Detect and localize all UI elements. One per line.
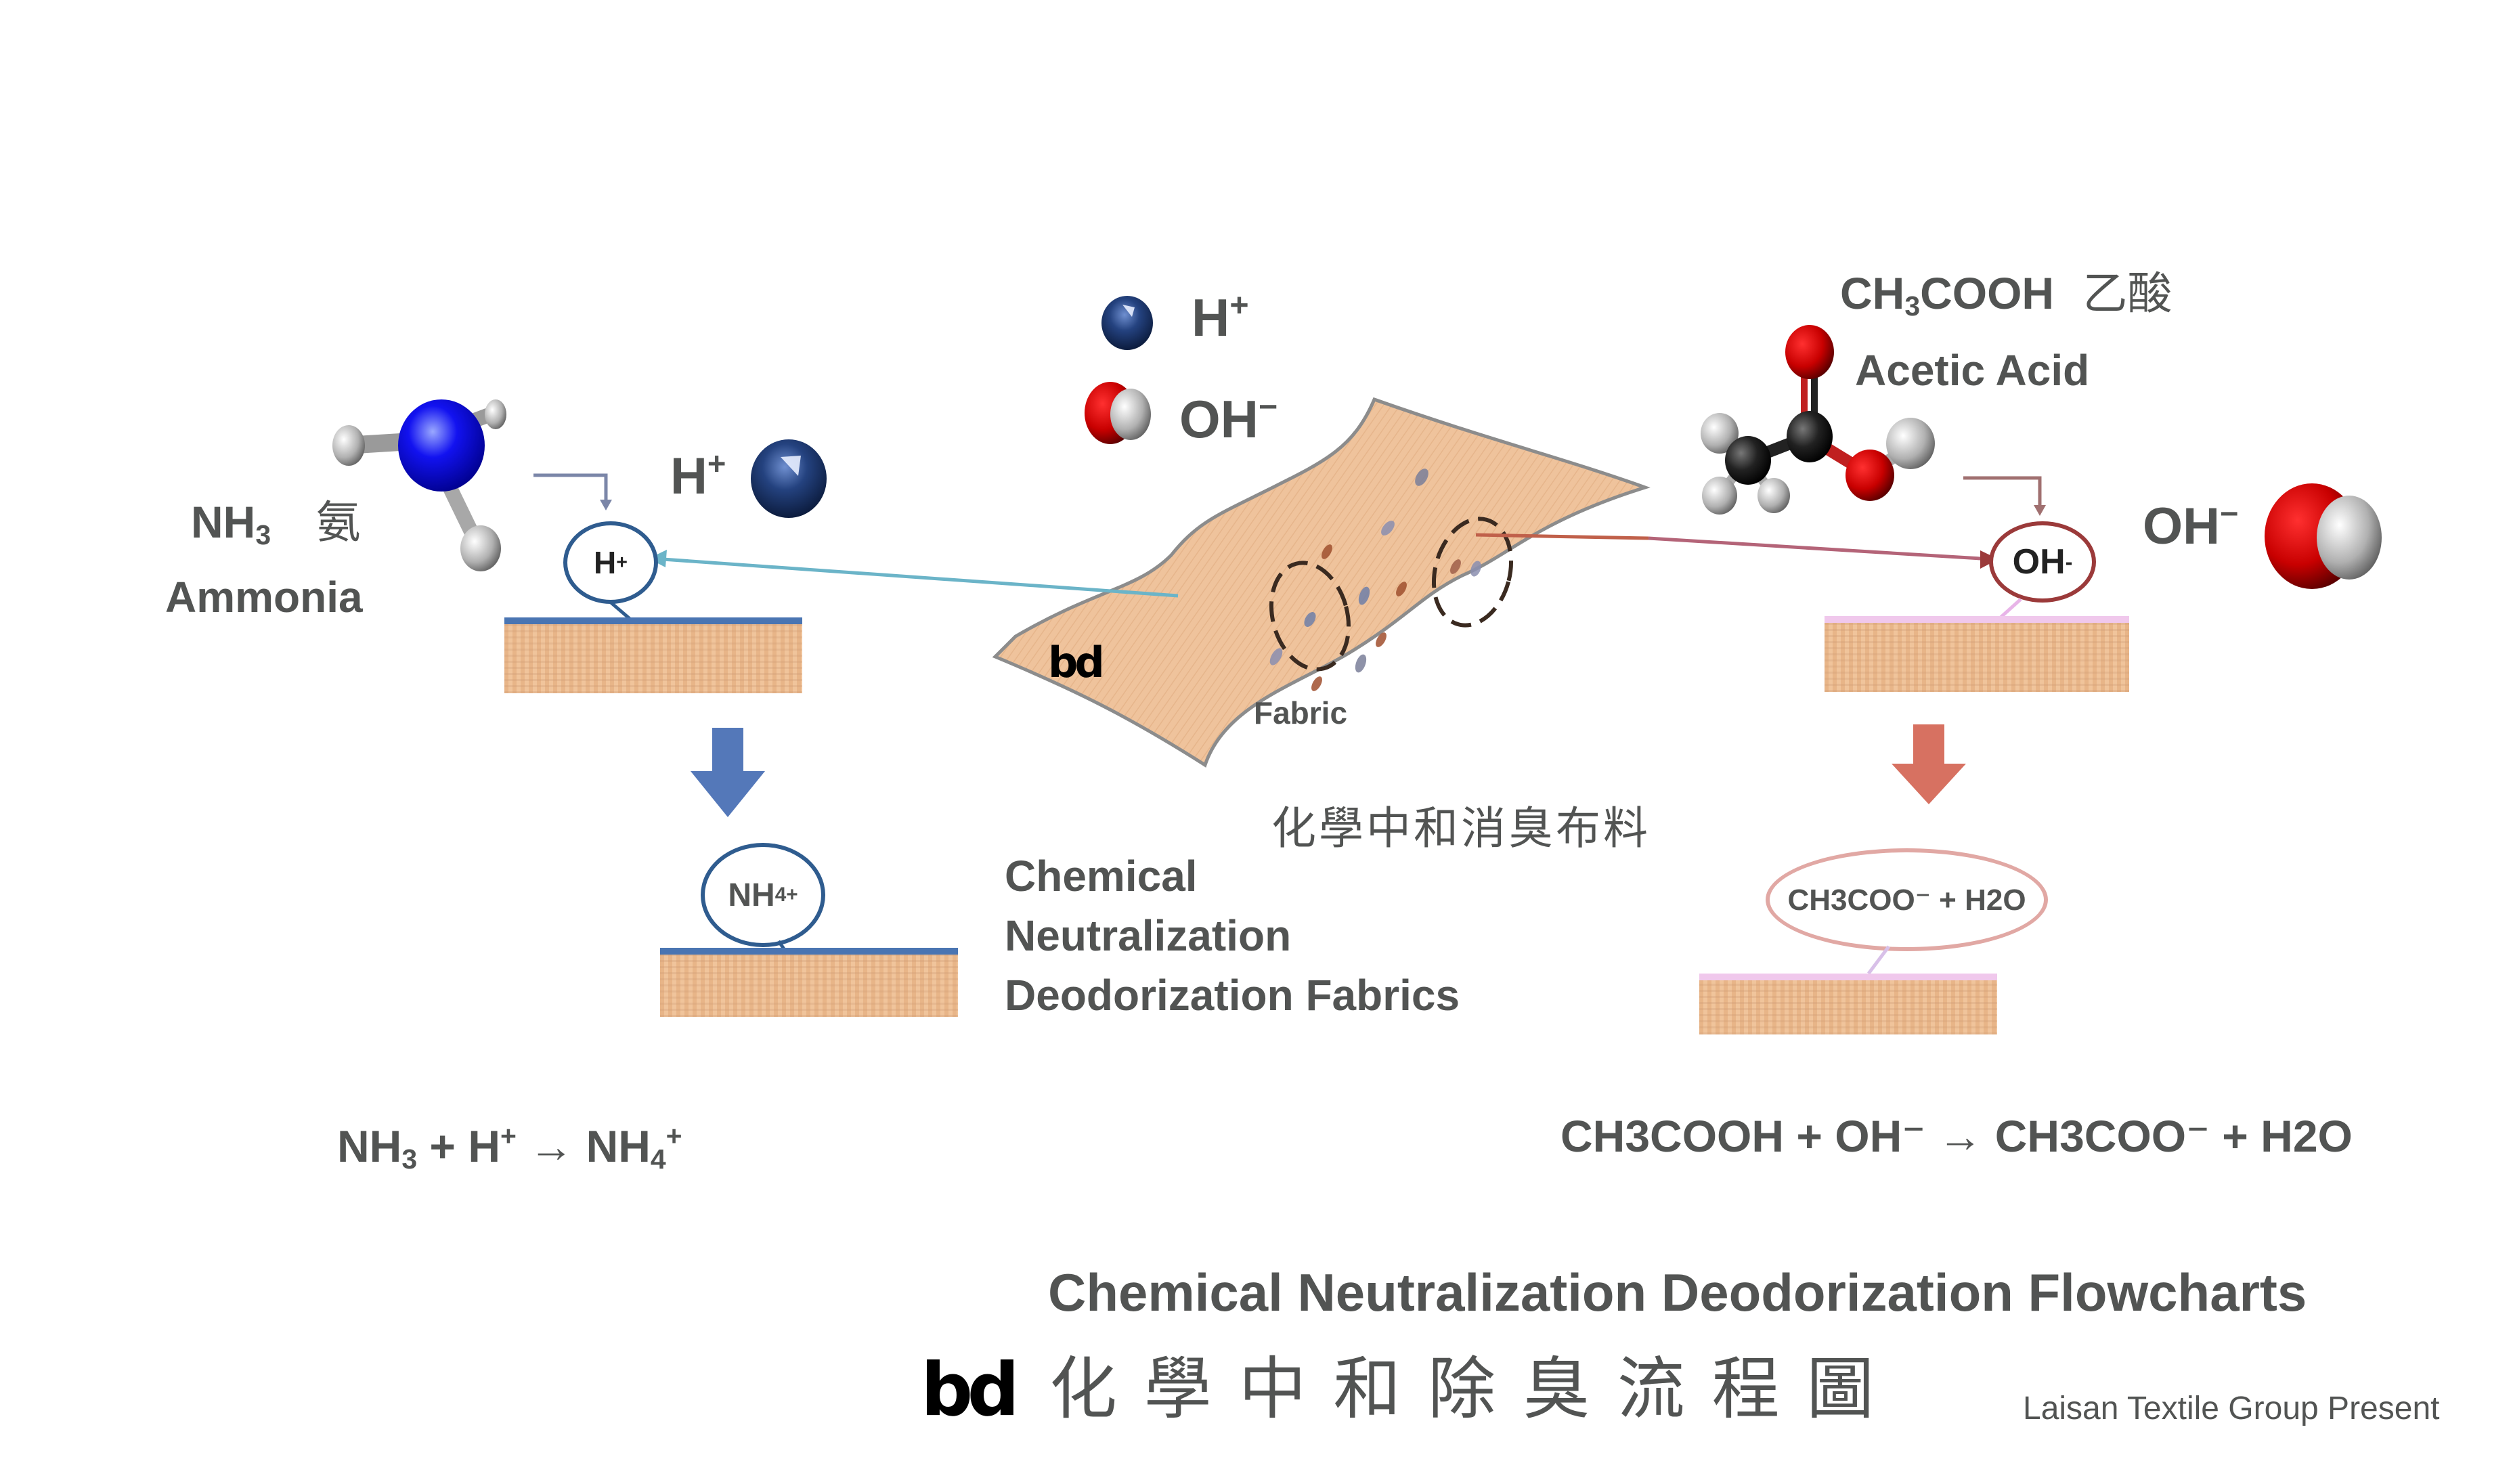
acetic-formula-sub: 3	[1904, 290, 1921, 322]
right-oh-minus-sphere-icon	[2265, 483, 2382, 589]
fabric-shape	[992, 397, 1651, 768]
left-bent-arrow	[533, 473, 608, 502]
left-h-plus-label: H+	[670, 448, 726, 505]
ammonia-molecule-icon	[332, 399, 506, 571]
left-h-plus-sphere-icon	[751, 439, 827, 518]
left-bubble-top-base: H	[594, 545, 617, 580]
left-equation: NH3 + H+ → NH4+	[337, 1121, 682, 1173]
ammonia-formula: NH3 氨	[191, 497, 361, 549]
acetic-formula: CH3COOH 乙酸	[1840, 268, 2172, 320]
connector-left	[653, 556, 1179, 598]
eq-h-sup: +	[500, 1120, 517, 1152]
fabric-title-en-line-3: Deodorization Fabrics	[1005, 971, 1460, 1020]
left-h-plus-base: H	[670, 448, 707, 505]
left-bottom-fabric-strip	[660, 948, 958, 1017]
left-top-fabric-strip	[504, 617, 802, 693]
eq-arrow: →	[516, 1121, 586, 1171]
acetic-formula-pre: CH	[1840, 268, 1905, 318]
connector-right	[1475, 533, 1649, 540]
oh-minus-legend-sphere-icon	[1085, 382, 1151, 444]
left-h-plus-sup: +	[707, 445, 726, 481]
h-plus-legend-label: H+	[1192, 288, 1249, 347]
right-bent-arrow	[1963, 476, 2042, 508]
oh-minus-base: OH	[1179, 389, 1259, 449]
eq-nh4-base: NH	[586, 1121, 651, 1171]
right-bubble-bottom-text: CH3COO⁻ + H2O	[1787, 883, 2026, 917]
oh-minus-sup: −	[1259, 388, 1278, 425]
eq-nh4-sub: 4	[650, 1143, 666, 1175]
right-oh-sup: −	[2220, 495, 2239, 531]
acetic-acid-molecule-icon	[1701, 325, 1935, 515]
eq-h-base: H	[468, 1121, 500, 1171]
acetic-en: Acetic Acid	[1855, 346, 2090, 395]
odor-particles	[1269, 468, 1481, 691]
right-acetate-bubble: CH3COO⁻ + H2O	[1766, 848, 2048, 951]
h-plus-base: H	[1192, 288, 1230, 347]
acetic-zh: 乙酸	[2082, 268, 2172, 318]
fabric-title-en: Chemical Neutralization Deodorization Fa…	[1005, 854, 1460, 1017]
fabric-title-en-line-1: Chemical	[1005, 852, 1198, 900]
eq-plus: +	[417, 1121, 468, 1171]
ammonia-zh: 氨	[315, 497, 361, 547]
eq-nh4-sup: +	[665, 1120, 682, 1152]
right-oh-base: OH	[2143, 498, 2220, 555]
footer-logo: bd	[921, 1348, 1020, 1433]
left-bubble-bottom-base: NH	[728, 877, 775, 913]
fabric-illustration	[992, 397, 1651, 768]
h-plus-legend-sphere-icon	[1101, 296, 1153, 350]
right-oh-minus-label: OH−	[2143, 498, 2239, 555]
fabric-title-en-line-2: Neutralization	[1005, 911, 1292, 960]
right-bubble-top-base: OH	[2012, 542, 2066, 582]
oh-minus-legend-label: OH−	[1179, 391, 1278, 445]
ammonia-formula-base: NH	[191, 497, 256, 547]
right-bottom-fabric-strip	[1699, 974, 1997, 1034]
right-down-arrow-icon	[1892, 724, 1966, 804]
eq-nh3-sub: 3	[401, 1143, 418, 1175]
right-oh-bubble: OH-	[1989, 521, 2096, 603]
right-equation: CH3COOH + OH⁻ → CH3COO⁻ + H2O	[1560, 1111, 2353, 1161]
connector-right-2	[1648, 536, 1992, 561]
footer-presenter: Laisan Textile Group Present	[2023, 1391, 2440, 1426]
fabric-logo: bd	[1048, 638, 1105, 687]
footer-title-zh: 化 學 中 和 除 臭 流 程 圖	[1049, 1351, 1879, 1427]
ammonia-en: Ammonia	[165, 573, 363, 621]
fabric-title-zh: 化學中和消臭布料	[1271, 803, 1651, 853]
acetic-formula-post: COOH	[1920, 268, 2055, 318]
eq-nh3-base: NH	[337, 1121, 402, 1171]
right-top-fabric-strip	[1825, 616, 2129, 692]
fabric-label: Fabric	[1254, 695, 1348, 730]
footer-title-en: Chemical Neutralization Deodorization Fl…	[1048, 1263, 2307, 1322]
h-plus-sup: +	[1229, 286, 1249, 324]
ammonia-formula-sub: 3	[255, 519, 271, 551]
right-bubble-bottom-label: CH3COO⁻ + H2O	[1787, 883, 2026, 917]
left-focus-circle	[1269, 561, 1351, 672]
left-down-arrow-icon	[691, 728, 765, 817]
